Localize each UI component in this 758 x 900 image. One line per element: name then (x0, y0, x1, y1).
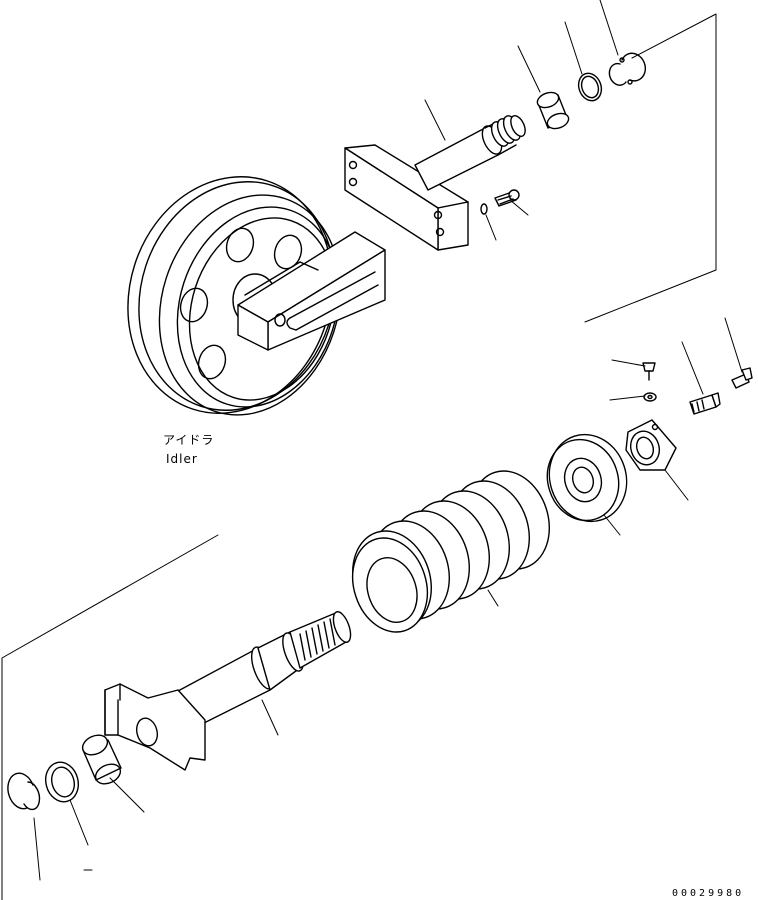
upper-snap-ring (608, 52, 646, 86)
upper-shaft (414, 115, 526, 191)
lower-ring (45, 761, 79, 803)
group-outline-lower (1, 534, 219, 900)
leader-lines-upper (424, 0, 619, 241)
upper-ring (577, 72, 603, 102)
grease-fitting-straight (689, 392, 721, 415)
idler-bracket-front (237, 231, 386, 351)
lower-flange-plate (104, 683, 206, 771)
idler-label-japanese: アイドラ (163, 433, 214, 447)
adjusting-nut (625, 419, 677, 471)
small-bolt (642, 362, 656, 381)
small-washer (643, 392, 657, 402)
spring-retainer (546, 433, 628, 523)
grease-bolt (480, 189, 520, 215)
leader-lines-middle (487, 317, 743, 607)
recoil-spring (351, 470, 551, 633)
idler-label-english: Idler (166, 452, 198, 466)
grease-fitting-angled (731, 367, 753, 389)
lower-snap-ring (7, 772, 41, 811)
drawing-code: 00029980 (672, 888, 744, 899)
lower-bushing (81, 734, 122, 785)
upper-bushing (536, 91, 570, 130)
group-outline-upper (584, 13, 717, 323)
leader-lines-lower (33, 699, 279, 881)
upper-bracket (344, 144, 469, 251)
